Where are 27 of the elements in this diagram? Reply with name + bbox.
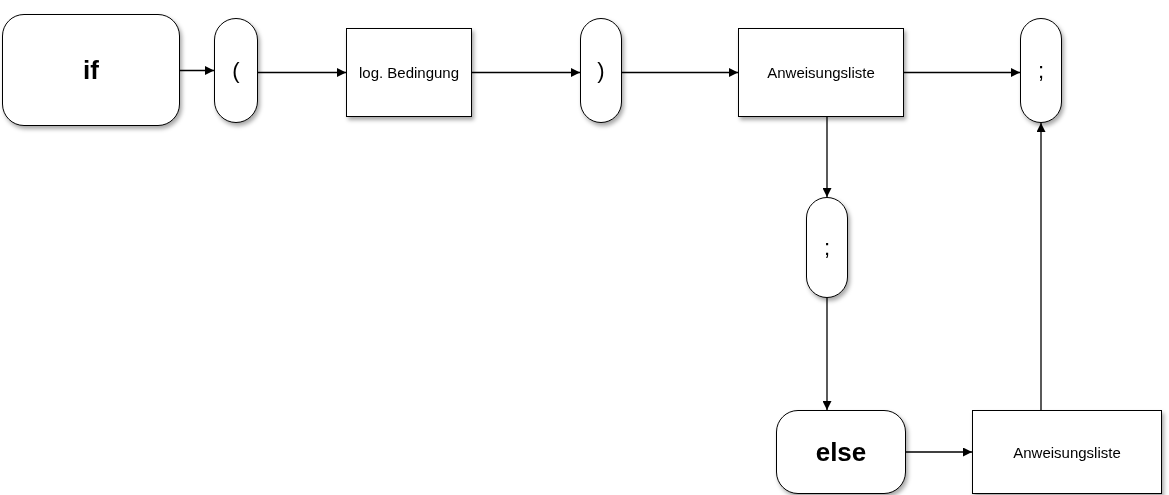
- terminal-box: [2, 14, 180, 126]
- node-label: ;: [1037, 57, 1045, 84]
- terminal-box: [776, 410, 906, 494]
- terminal-box: [580, 18, 622, 123]
- node-label: ): [597, 57, 605, 84]
- node-label: if: [83, 54, 99, 86]
- node-label: ;: [823, 234, 831, 261]
- process-box: [738, 28, 904, 117]
- terminal-box: [1020, 18, 1062, 123]
- terminal-box: [214, 18, 258, 123]
- arrow: [1036, 122, 1046, 411]
- arrow: [903, 68, 1021, 77]
- process-box: [346, 28, 472, 117]
- node-label: else: [815, 436, 867, 468]
- arrow: [179, 66, 215, 75]
- arrow: [471, 68, 581, 77]
- node-label: Anweisungsliste: [767, 64, 875, 81]
- node-label: Anweisungsliste: [1013, 443, 1121, 461]
- arrow: [822, 297, 832, 411]
- arrow: [905, 447, 973, 457]
- node-label: (: [232, 57, 240, 84]
- arrow: [257, 68, 347, 77]
- process-box: [972, 410, 1162, 494]
- terminal-box: [806, 197, 848, 298]
- arrow: [621, 68, 739, 77]
- arrow: [822, 116, 832, 198]
- node-label: log. Bedingung: [358, 64, 460, 81]
